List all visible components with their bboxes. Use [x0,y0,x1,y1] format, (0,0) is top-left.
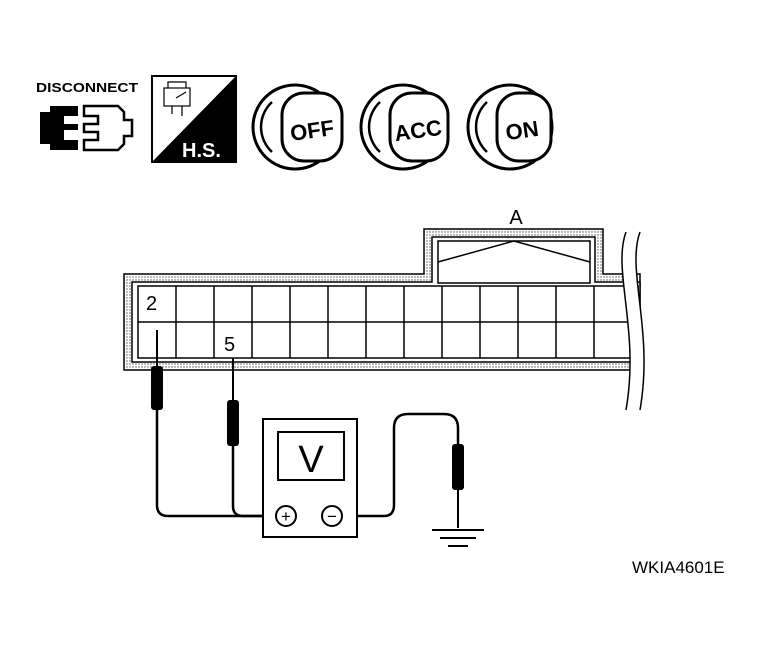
ground-probe [342,412,464,528]
connector: A 2 5 [123,207,645,411]
connector-label: A [509,207,523,229]
positive-terminal-label: + [281,507,291,526]
hs-label: H.S. [182,140,221,162]
break-lines [621,231,645,411]
voltmeter: V + − [262,418,358,538]
ignition-on-icon: ON [466,83,554,171]
tool-kit-icon [163,81,191,116]
probe-1 [151,330,276,518]
ignition-acc-icon: ACC [359,83,450,171]
voltmeter-symbol: V [298,439,324,481]
connector-lock-tab [437,240,591,284]
figure-code: WKIA4601E [632,558,725,577]
switch-off-label: OFF [289,115,336,146]
negative-terminal [321,505,343,527]
ignition-off-icon: OFF [251,83,344,171]
ground-symbol-icon [432,529,484,547]
pin-5-label: 5 [224,334,235,356]
negative-terminal-label: − [327,507,337,526]
switch-on-label: ON [504,116,540,145]
positive-terminal [275,505,297,527]
disconnect-icon: DISCONNECT [36,80,138,152]
pin-2-label: 2 [146,293,157,315]
disconnect-label: DISCONNECT [36,80,138,95]
hs-icon: H.S. [151,75,237,163]
terminal-grid [137,285,639,359]
probe-2 [227,358,276,518]
